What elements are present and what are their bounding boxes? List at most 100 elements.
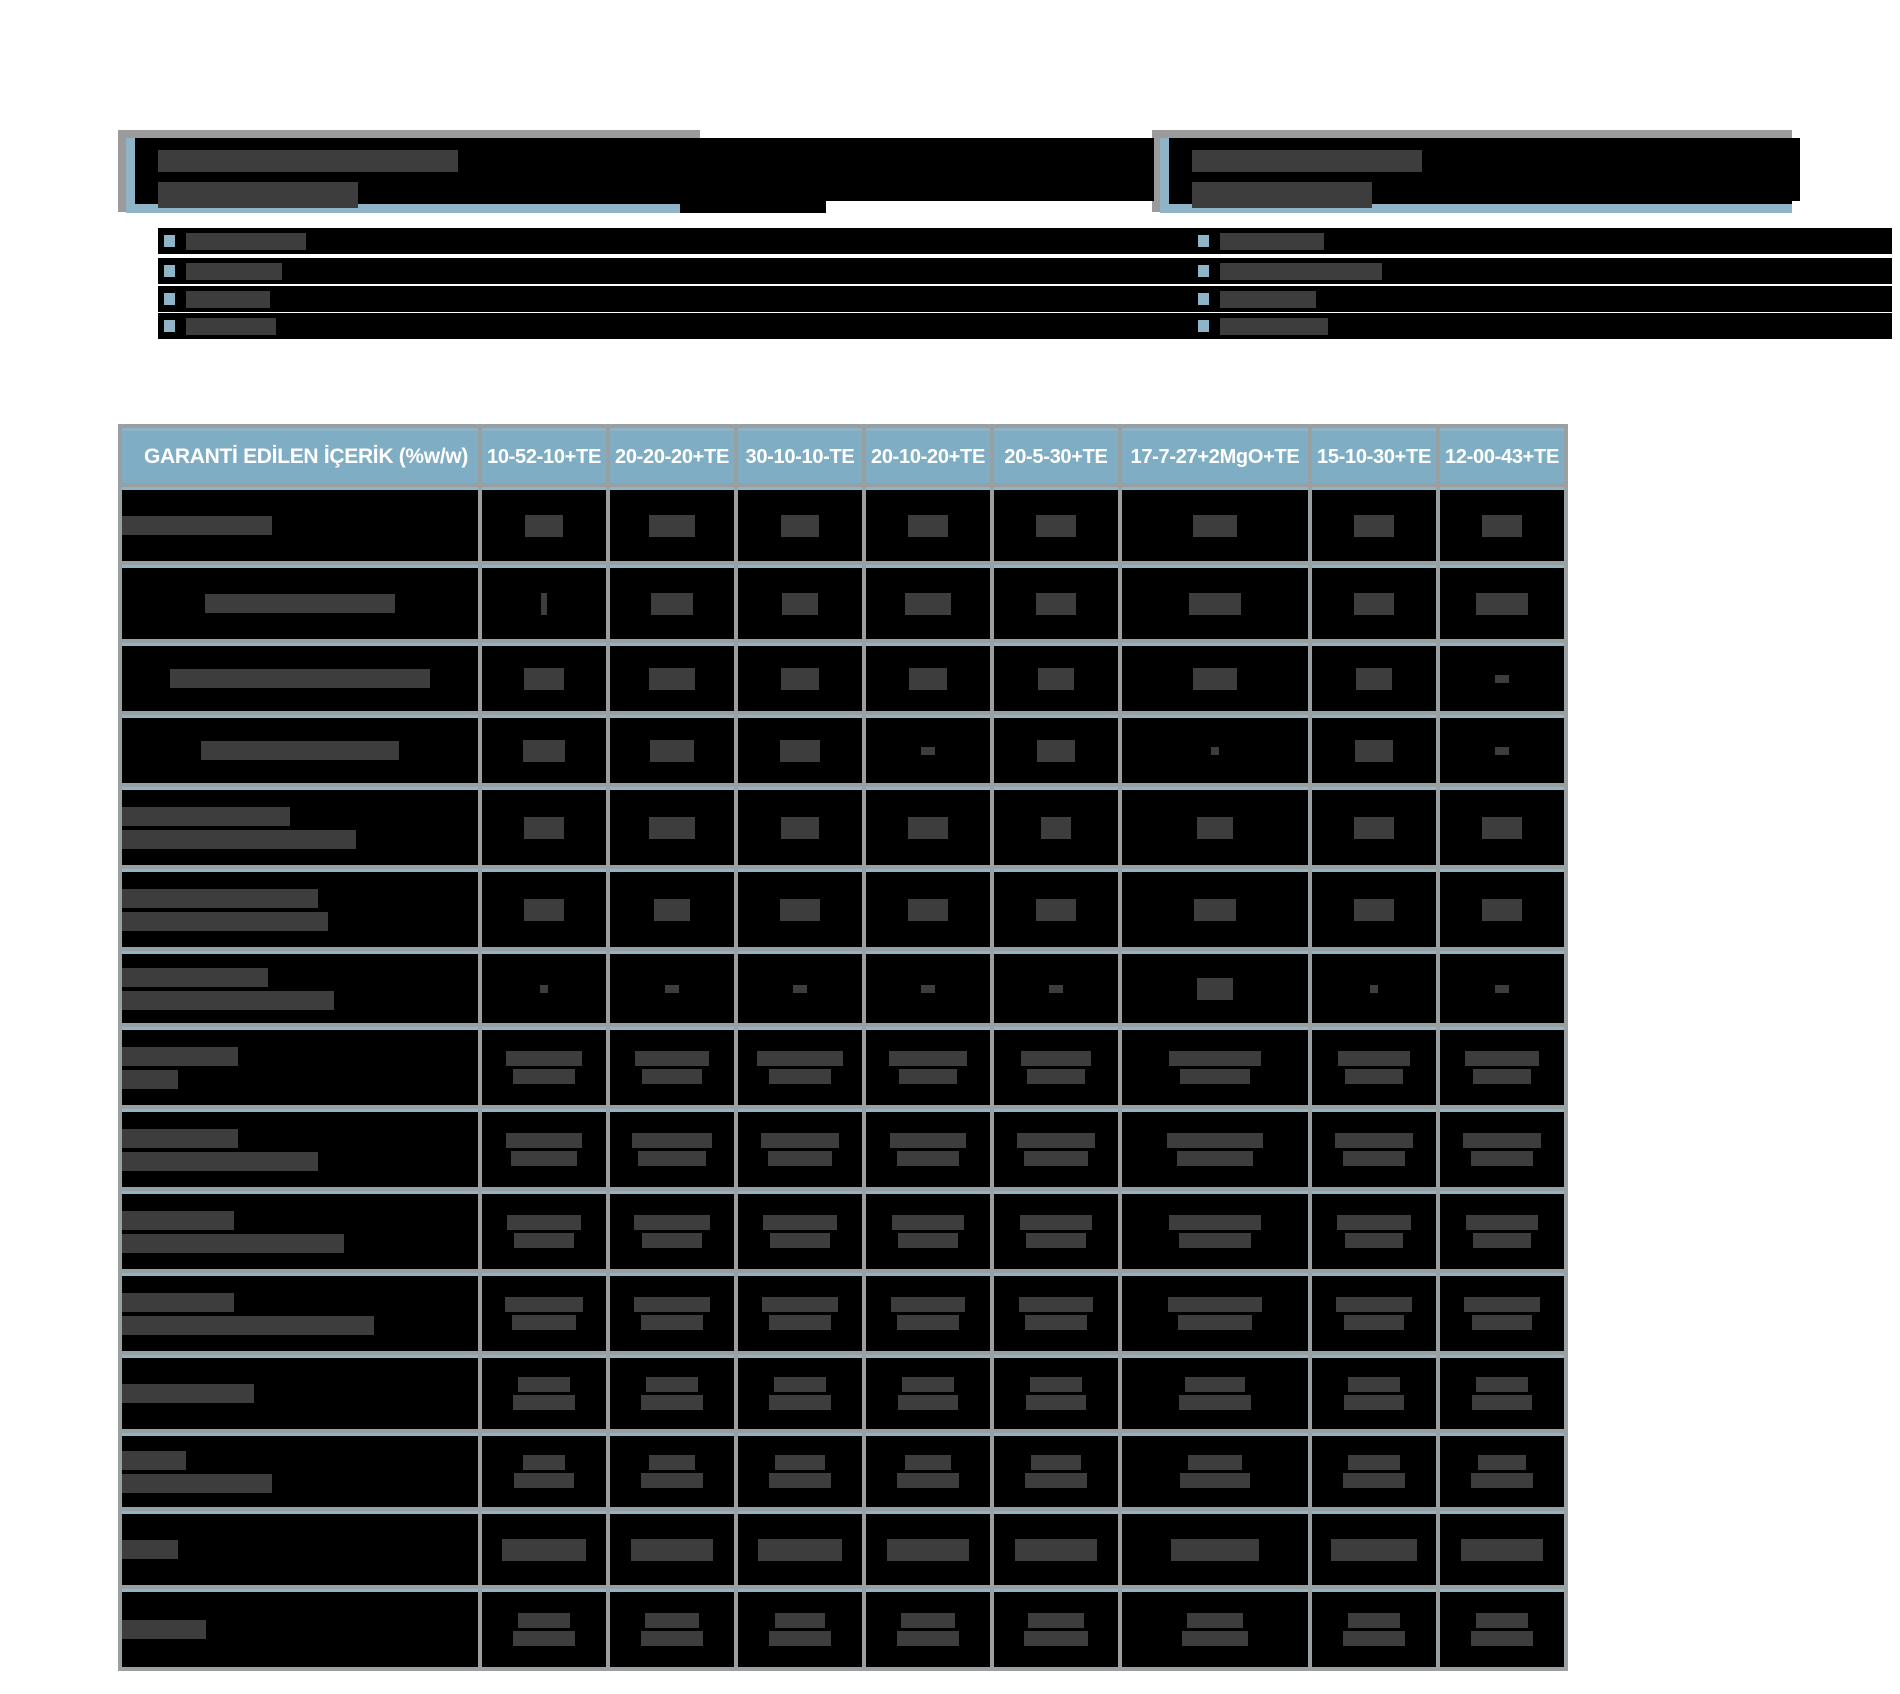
table-row	[122, 787, 1564, 865]
value-cell-r15-c7	[1312, 1589, 1436, 1667]
value-cell-r11-c3	[738, 1273, 862, 1351]
redacted-value-block	[1180, 1069, 1250, 1084]
redacted-text-block	[122, 516, 272, 535]
redacted-value-block	[1476, 592, 1528, 615]
table-row	[122, 1027, 1564, 1105]
redacted-value-block	[1343, 1631, 1405, 1646]
redacted-value-block	[1344, 1395, 1404, 1410]
table-row	[122, 951, 1564, 1023]
redacted-value-block	[1021, 1051, 1091, 1066]
bullet-text-redacted	[1220, 291, 1316, 308]
redacted-text-block	[170, 669, 430, 688]
redacted-value-block	[1338, 1051, 1410, 1066]
redacted-value-block	[631, 1538, 713, 1561]
redacted-value-block	[1461, 1538, 1543, 1561]
value-cell-r2-c5	[994, 565, 1118, 639]
redacted-value-block	[1478, 1455, 1526, 1470]
value-cell-r3-c8	[1440, 643, 1564, 711]
redacted-value-block	[1473, 1069, 1531, 1084]
column-header-20-5-30: 20-5-30+TE	[994, 428, 1118, 483]
redacted-value-block	[1179, 1395, 1251, 1410]
redacted-value-block	[665, 984, 679, 993]
value-cell-r15-c4	[866, 1589, 990, 1667]
value-cell-r8-c7	[1312, 1027, 1436, 1105]
redacted-value-block	[1482, 514, 1522, 537]
value-cell-r13-c1	[482, 1433, 606, 1507]
redacted-value-block	[889, 1051, 967, 1066]
redacted-value-block	[898, 1233, 958, 1248]
redacted-value-block	[632, 1133, 712, 1148]
redacted-value-block	[1472, 1395, 1532, 1410]
value-cell-r5-c3	[738, 787, 862, 865]
redacted-text-block	[122, 829, 356, 849]
redacted-value-block	[780, 898, 820, 921]
value-cell-r10-c3	[738, 1191, 862, 1269]
row-label-cell-5	[122, 787, 478, 865]
table-row	[122, 1109, 1564, 1187]
redacted-value-block	[641, 1315, 703, 1330]
value-cell-r5-c4	[866, 787, 990, 865]
redacted-text-block	[122, 1069, 178, 1089]
value-cell-r9-c4	[866, 1109, 990, 1187]
redacted-value-block	[524, 667, 564, 690]
redacted-value-block	[1331, 1538, 1417, 1561]
redacted-value-block	[1038, 667, 1074, 690]
redacted-value-block	[897, 1315, 959, 1330]
redacted-value-block	[1354, 592, 1394, 615]
redacted-value-block	[641, 1473, 703, 1488]
redacted-value-block	[887, 1538, 969, 1561]
value-cell-r13-c2	[610, 1433, 734, 1507]
bullet-marker-icon	[164, 235, 175, 247]
redacted-value-block	[769, 1631, 831, 1646]
value-cell-r1-c6	[1122, 487, 1308, 561]
value-cell-r15-c8	[1440, 1589, 1564, 1667]
value-cell-r2-c7	[1312, 565, 1436, 639]
bullet-item-right-1	[1192, 228, 1892, 254]
redacted-value-block	[651, 592, 693, 615]
row-label-cell-2	[122, 565, 478, 639]
value-cell-r12-c8	[1440, 1355, 1564, 1429]
redacted-value-block	[1211, 746, 1219, 755]
table-row	[122, 1273, 1564, 1351]
table-row	[122, 1191, 1564, 1269]
redacted-value-block	[1370, 984, 1378, 993]
value-cell-r6-c8	[1440, 869, 1564, 947]
redacted-value-block	[513, 1631, 575, 1646]
value-cell-r2-c8	[1440, 565, 1564, 639]
value-cell-r15-c3	[738, 1589, 862, 1667]
value-cell-r13-c3	[738, 1433, 862, 1507]
value-cell-r15-c5	[994, 1589, 1118, 1667]
bullet-item-left-3	[158, 286, 1238, 312]
redacted-value-block	[650, 739, 694, 762]
value-cell-r7-c4	[866, 951, 990, 1023]
bullet-marker-icon	[1198, 235, 1209, 247]
value-cell-r4-c5	[994, 715, 1118, 783]
redacted-value-block	[757, 1051, 843, 1066]
value-cell-r9-c7	[1312, 1109, 1436, 1187]
redacted-value-block	[1036, 898, 1076, 921]
redacted-value-block	[769, 1315, 831, 1330]
redacted-value-block	[1482, 816, 1522, 839]
value-cell-r1-c7	[1312, 487, 1436, 561]
value-cell-r4-c3	[738, 715, 862, 783]
value-cell-r5-c8	[1440, 787, 1564, 865]
value-cell-r11-c6	[1122, 1273, 1308, 1351]
redacted-value-block	[897, 1631, 959, 1646]
redacted-value-block	[1466, 1215, 1538, 1230]
table-row	[122, 1433, 1564, 1507]
value-cell-r12-c7	[1312, 1355, 1436, 1429]
value-cell-r15-c2	[610, 1589, 734, 1667]
redacted-value-block	[634, 1297, 710, 1312]
value-cell-r3-c4	[866, 643, 990, 711]
row-label-cell-15	[122, 1589, 478, 1667]
value-cell-r14-c6	[1122, 1511, 1308, 1585]
redacted-value-block	[1197, 977, 1233, 1000]
value-cell-r2-c6	[1122, 565, 1308, 639]
table-row	[122, 487, 1564, 561]
value-cell-r9-c2	[610, 1109, 734, 1187]
redacted-text-block	[122, 1473, 272, 1493]
value-cell-r4-c1	[482, 715, 606, 783]
redacted-value-block	[638, 1151, 706, 1166]
bullet-item-right-2	[1192, 258, 1892, 284]
value-cell-r14-c5	[994, 1511, 1118, 1585]
